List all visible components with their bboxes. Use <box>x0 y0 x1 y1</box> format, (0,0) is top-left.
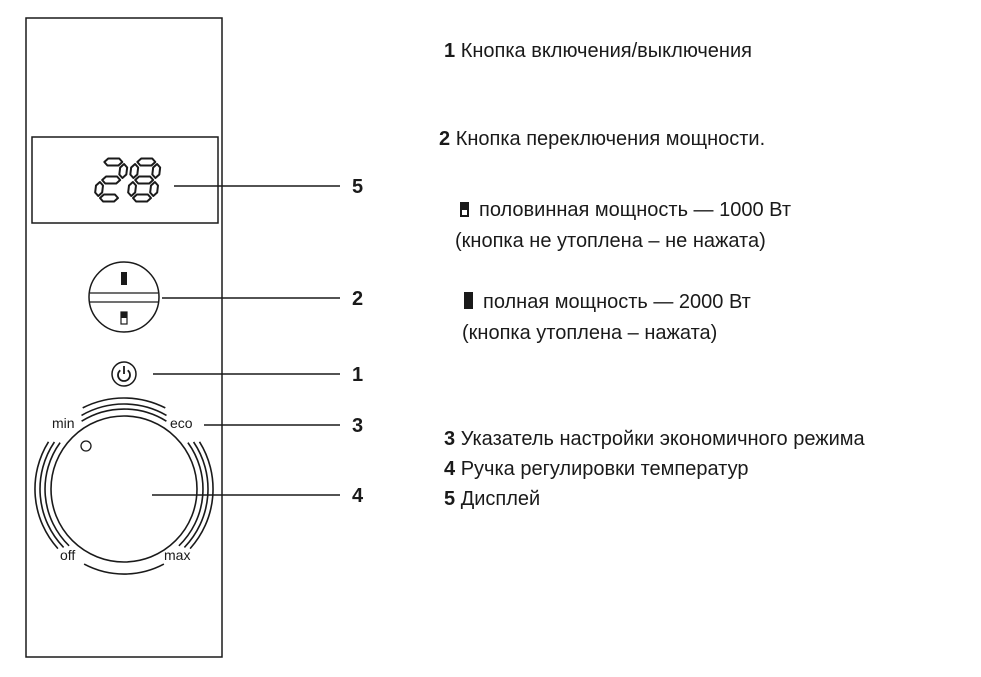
full-power-note: (кнопка утоплена – нажата) <box>462 322 718 344</box>
knob-position-dot <box>80 440 92 452</box>
display-segment <box>134 175 155 185</box>
legend-text-5: Дисплей <box>460 488 541 510</box>
half-power-label: половинная мощность — 1000 Вт <box>479 199 792 221</box>
legend-num-1: 1 <box>444 40 456 62</box>
display-segment <box>132 193 152 203</box>
dial-scale-arc <box>81 408 167 422</box>
half-power-icon <box>460 202 469 217</box>
half-power-note: (кнопка не утоплена – не нажата) <box>455 230 766 252</box>
legend-num-3: 3 <box>444 428 456 450</box>
callout-1: 1 <box>352 364 363 386</box>
power-level-switch[interactable] <box>88 261 160 333</box>
legend-text-2: Кнопка переключения мощности. <box>455 128 766 150</box>
display-segment <box>101 175 122 185</box>
full-power-icon <box>121 272 127 285</box>
temperature-knob[interactable] <box>50 415 198 563</box>
display-segment <box>103 157 124 167</box>
legend-full-power: полная мощность — 2000 Вт <box>464 289 751 315</box>
legend-item-5: 5 Дисплей <box>444 486 540 512</box>
legend-text-1: Кнопка включения/выключения <box>460 40 752 62</box>
callout-3: 3 <box>352 415 363 437</box>
dial-label-off: off <box>60 547 75 563</box>
legend-item-2: 2 Кнопка переключения мощности. <box>439 126 765 152</box>
legend-item-4: 4 Ручка регулировки температур <box>444 456 748 482</box>
dial-scale-arc <box>39 441 65 548</box>
legend-text-4: Ручка регулировки температур <box>460 458 749 480</box>
callout-2: 2 <box>352 288 363 310</box>
legend-item-3: 3 Указатель настройки экономичного режим… <box>444 426 865 452</box>
power-icon <box>117 366 131 382</box>
display-segment <box>99 193 119 203</box>
dial-label-max: max <box>164 547 190 563</box>
half-power-icon <box>120 311 128 325</box>
full-power-icon <box>464 292 473 309</box>
dial-label-eco: eco <box>170 415 193 431</box>
dial-scale-arcs <box>34 397 214 575</box>
dial-scale-arc <box>83 563 165 575</box>
legend-half-power-note: (кнопка не утоплена – не нажата) <box>455 228 766 254</box>
dial-scale-arc <box>178 442 204 547</box>
legend-full-power-note: (кнопка утоплена – нажата) <box>462 320 717 346</box>
display-segment <box>151 163 162 179</box>
dial-scale-arc <box>189 441 214 550</box>
display-segment <box>94 181 104 197</box>
display-digits <box>94 157 162 203</box>
legend-item-1: 1 Кнопка включения/выключения <box>444 38 752 64</box>
legend-text-3: Указатель настройки экономичного режима <box>460 428 865 450</box>
legend-half-power: половинная мощность — 1000 Вт <box>460 197 791 223</box>
callout-5: 5 <box>352 176 363 198</box>
display-window <box>31 136 219 224</box>
dial-scale-arc <box>81 403 167 417</box>
on-off-button[interactable] <box>111 361 137 387</box>
dial-scale-arc <box>183 441 209 548</box>
display-segment <box>118 163 129 179</box>
legend-num-2: 2 <box>439 128 451 150</box>
dial-label-min: min <box>52 415 75 431</box>
control-panel <box>25 17 223 658</box>
legend-num-5: 5 <box>444 488 456 510</box>
dial-scale-arc <box>82 397 166 409</box>
legend-num-4: 4 <box>444 458 456 480</box>
callout-4: 4 <box>352 485 364 507</box>
display-segment <box>129 163 140 179</box>
display-segment <box>149 181 159 197</box>
dial-scale-arc <box>34 441 59 550</box>
full-power-label: полная мощность — 2000 Вт <box>483 291 751 313</box>
display-segment <box>127 181 137 197</box>
display-segment <box>136 157 157 167</box>
dial-scale-arc <box>44 442 70 547</box>
